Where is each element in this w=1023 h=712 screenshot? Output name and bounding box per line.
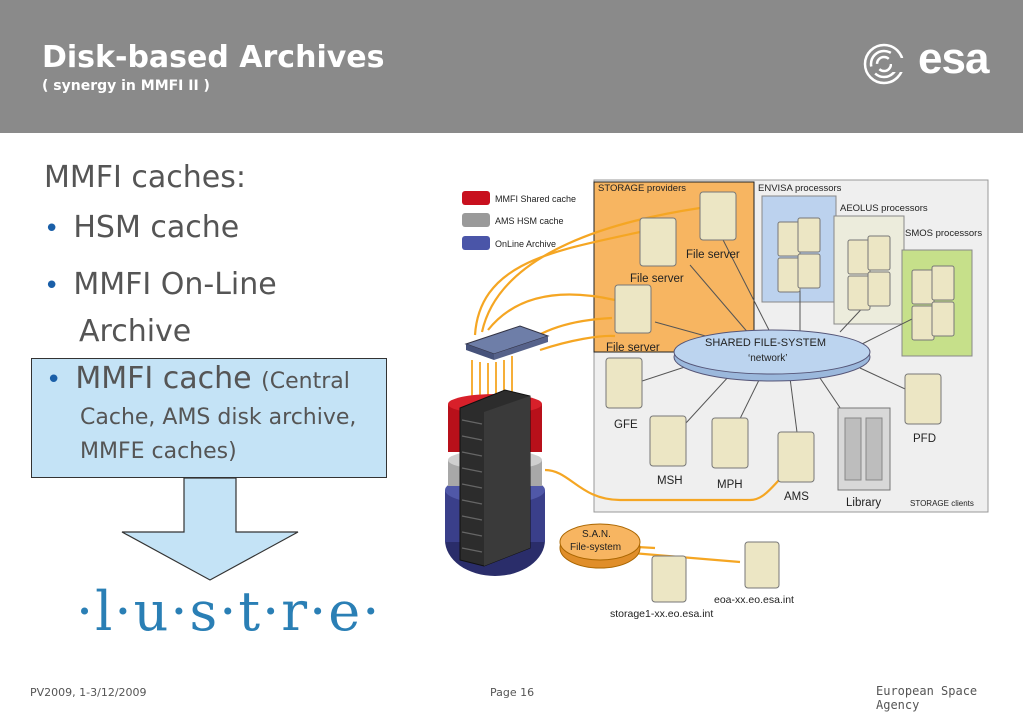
slide-heading: MMFI caches: xyxy=(44,160,246,195)
footer-date: PV2009, 1-3/12/2009 xyxy=(30,686,147,699)
callout-sub: (Central xyxy=(261,369,350,394)
bullet-text-cont: Archive xyxy=(79,314,192,349)
label-san: S.A.N. xyxy=(582,529,611,540)
legend-ams-hsm-cache: AMS HSM cache xyxy=(495,216,564,226)
label-storage-clients: STORAGE clients xyxy=(910,499,974,508)
bullet-text: HSM cache xyxy=(73,210,240,245)
shared-file-system xyxy=(673,329,871,375)
legend: MMFI Shared cache AMS HSM cache OnLine A… xyxy=(462,191,576,250)
legend-online-archive: OnLine Archive xyxy=(495,239,556,249)
footer-page-number: Page 16 xyxy=(490,686,535,699)
label-ams: AMS xyxy=(784,491,809,503)
storage-rack-icon xyxy=(445,389,545,576)
esa-logo: esa xyxy=(862,34,1002,88)
bullet-dot: • xyxy=(44,214,60,244)
legend-mmfi-shared-cache: MMFI Shared cache xyxy=(495,194,576,204)
label-file-server-1: File server xyxy=(686,249,740,261)
bullet-dot: • xyxy=(46,365,62,395)
esa-swirl-icon xyxy=(863,43,910,85)
slide-title: Disk-based Archives xyxy=(42,40,385,75)
label-gfe: GFE xyxy=(614,419,638,431)
bullet-text: MMFI On-Line xyxy=(73,267,277,302)
bullet-online-archive: • MMFI On-Line Archive xyxy=(44,262,344,355)
label-library: Library xyxy=(846,497,881,509)
label-eoa: eoa-xx.eo.esa.int xyxy=(714,594,794,606)
label-aeolus: AEOLUS processors xyxy=(840,203,928,214)
callout-cont: Cache, AMS disk archive, MMFE caches) xyxy=(80,405,357,464)
server-icons xyxy=(605,191,955,603)
label-file-server-2: File server xyxy=(630,273,684,285)
bullet-dot: • xyxy=(44,271,60,301)
label-smos: SMOS processors xyxy=(905,228,982,239)
label-envisa: ENVISA processors xyxy=(758,183,842,194)
header-bar xyxy=(0,0,1023,133)
san-file-system xyxy=(559,523,641,561)
label-mph: MPH xyxy=(717,479,743,491)
label-san-fs: File-system xyxy=(570,542,621,553)
callout-title: MMFI cache xyxy=(75,361,252,396)
label-shared-fs: SHARED FILE-SYSTEM xyxy=(705,337,826,349)
slide-subtitle: ( synergy in MMFI II ) xyxy=(42,78,210,94)
label-storage1: storage1-xx.eo.esa.int xyxy=(610,608,713,620)
bullet-hsm-cache: • HSM cache xyxy=(44,210,239,245)
lustre-logo: ·l·u·s·t·r·e· xyxy=(76,580,382,643)
mmfi-cache-callout: • MMFI cache (Central Cache, AMS disk arc… xyxy=(31,358,387,478)
library-icon xyxy=(837,407,891,491)
label-file-server-3: File server xyxy=(606,342,660,354)
label-shared-fs-network: ‘network’ xyxy=(748,353,787,364)
label-msh: MSH xyxy=(657,475,683,487)
esa-logo-text: esa xyxy=(918,34,989,83)
down-arrow-icon xyxy=(121,477,299,581)
callout-main: • MMFI cache (Central xyxy=(46,361,350,396)
network-switch-icon xyxy=(464,325,550,360)
label-pfd: PFD xyxy=(913,433,936,445)
label-storage-providers: STORAGE providers xyxy=(598,183,686,194)
